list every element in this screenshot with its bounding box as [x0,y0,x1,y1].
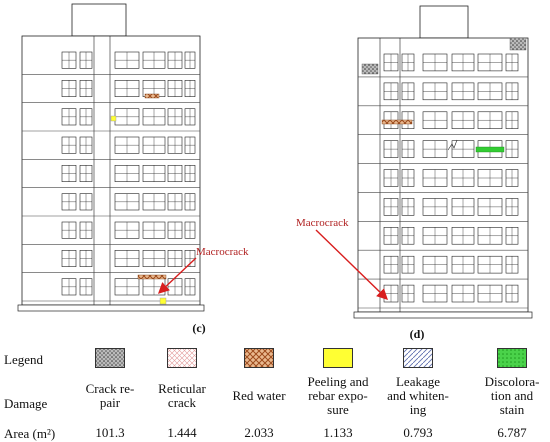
row-header-area: Area (m²) [4,426,56,441]
damage-area-value: 101.3 [95,425,125,440]
reticular-crack-swatch [167,348,197,368]
damage-name-line: Peeling and [307,374,369,389]
damage-name-line: Red water [232,388,286,403]
damage-name: Crack re-pair [70,382,150,410]
damage-name-line: pair [99,395,121,410]
row-header-legend: Legend [4,352,43,367]
damage-name: Red water [219,389,299,403]
macrocrack-arrow-c [157,257,197,294]
damage-name-line: and whiten- [387,388,449,403]
macrocrack-arrow-d [315,229,389,300]
damage-name-line: rebar expo- [308,388,368,403]
damage-name-line: ing [409,402,427,417]
building-elevation-d [353,5,533,319]
damage-name-line: tion and [490,388,534,403]
damage-name-line: sure [327,402,349,417]
caption-c: (c) [192,321,205,335]
crack-repair-swatch [95,348,125,368]
caption-d: (d) [410,327,425,341]
macrocrack-label-c: Macrocrack [196,246,249,258]
damage-area-value: 1.133 [323,425,353,440]
damage-name-line: Reticular [158,381,206,396]
macrocrack-label-d: Macrocrack [296,217,349,229]
discoloration-stain-swatch [497,348,527,368]
building-elevation-c [17,3,205,312]
red-water-swatch [244,348,274,368]
leakage-whitening-swatch [403,348,433,368]
row-header-damage: Damage [4,396,48,411]
damage-area-value: 0.793 [403,425,433,440]
damage-area-value: 6.787 [497,425,527,440]
damage-area-value: 1.444 [167,425,197,440]
peeling-rebar-swatch [323,348,353,368]
damage-name-line: Crack re- [85,381,135,396]
damage-area-value: 2.033 [244,425,274,440]
damage-name-line: Discolora- [484,374,540,389]
damage-name-line: Leakage [395,374,441,389]
damage-name-line: crack [167,395,197,410]
damage-name-line: stain [499,402,525,417]
